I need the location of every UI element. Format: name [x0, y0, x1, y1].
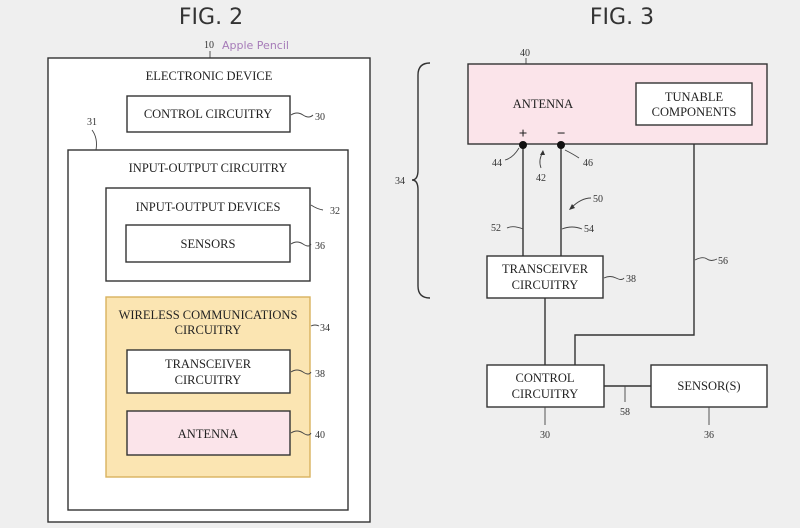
antenna-box: [126, 410, 291, 456]
transceiver-label-line1: TRANSCEIVER: [502, 262, 589, 276]
ref-40: 40: [520, 48, 530, 59]
negative-feed-terminal: [557, 141, 565, 149]
fig-2: FIG. 2 10 Apple Pencil ELECTRONIC DEVICE…: [47, 5, 371, 523]
positive-terminal-sign: +: [519, 126, 528, 142]
ref-58: 58: [620, 407, 630, 418]
ref-34: 34: [395, 176, 405, 187]
ref-34: 34: [320, 323, 330, 334]
ref-52: 52: [491, 223, 501, 234]
positive-feed-terminal: [519, 141, 527, 149]
ref-30: 30: [315, 112, 325, 123]
brace: [411, 62, 431, 299]
control-circuitry-label: CONTROL CIRCUITRY: [144, 107, 272, 121]
electronic-device-label: ELECTRONIC DEVICE: [146, 69, 273, 83]
ref-40: 40: [315, 430, 325, 441]
ref-38: 38: [626, 274, 636, 285]
ref-30: 30: [540, 430, 550, 441]
fig-3-title: FIG. 3: [590, 5, 654, 30]
ref-46: 46: [583, 158, 593, 169]
wireless-label-line2: CIRCUITRY: [175, 323, 242, 337]
ref-10: 10: [204, 40, 214, 51]
control-label-line1: CONTROL: [515, 371, 574, 385]
sensors-box: [125, 224, 291, 263]
ref-44: 44: [492, 158, 502, 169]
control-label-line2: CIRCUITRY: [512, 387, 579, 401]
ref-31: 31: [87, 117, 97, 128]
tunable-components-box: [635, 82, 753, 126]
ref-56: 56: [718, 256, 728, 267]
negative-terminal-sign: −: [557, 126, 566, 142]
io-devices-label: INPUT-OUTPUT DEVICES: [136, 200, 281, 214]
transceiver-label-line2: CIRCUITRY: [512, 278, 579, 292]
ref-36: 36: [315, 241, 325, 252]
brand-note: Apple Pencil: [222, 39, 289, 52]
wireless-label-line1: WIRELESS COMMUNICATIONS: [119, 308, 298, 322]
transceiver-box: [126, 349, 291, 394]
transceiver-box: [486, 255, 604, 299]
ref-36: 36: [704, 430, 714, 441]
control-circuitry-box: [126, 95, 291, 133]
transceiver-label-line2: CIRCUITRY: [175, 373, 242, 387]
sensors-label: SENSOR(S): [677, 379, 740, 393]
fig-2-title: FIG. 2: [179, 5, 243, 30]
ref-54: 54: [584, 224, 594, 235]
tunable-label-line2: COMPONENTS: [652, 105, 737, 119]
ref-42: 42: [536, 173, 546, 184]
antenna-label: ANTENNA: [513, 97, 573, 111]
sensors-label: SENSORS: [181, 237, 236, 251]
antenna-label: ANTENNA: [178, 427, 238, 441]
fig-3: FIG. 3 34 40 ANTENNA TUNABLE COMPONENTS …: [395, 5, 768, 441]
ref-32: 32: [330, 206, 340, 217]
transceiver-label-line1: TRANSCEIVER: [165, 357, 252, 371]
tunable-label-line1: TUNABLE: [665, 90, 724, 104]
io-circuitry-label: INPUT-OUTPUT CIRCUITRY: [129, 161, 288, 175]
ref-50: 50: [593, 194, 603, 205]
ref-38: 38: [315, 369, 325, 380]
